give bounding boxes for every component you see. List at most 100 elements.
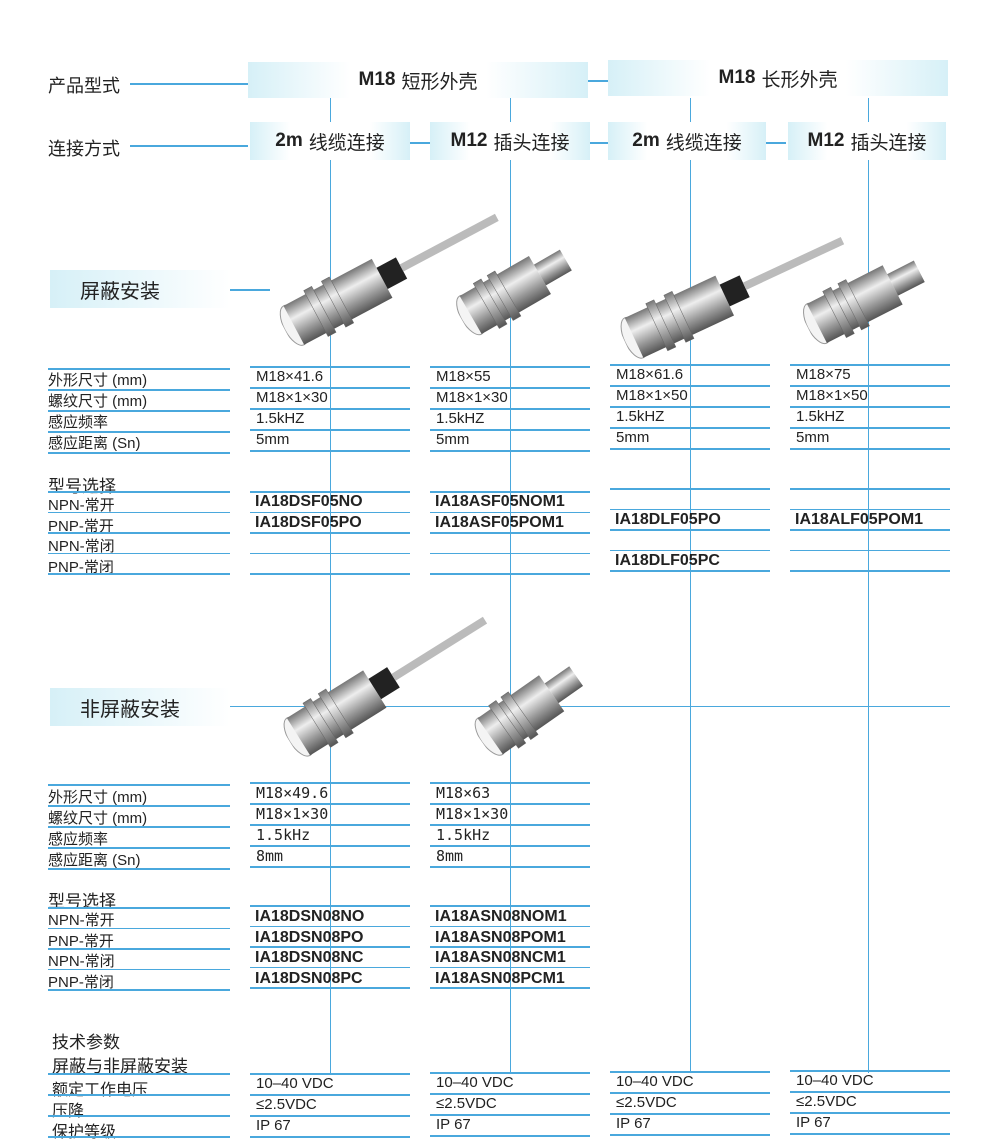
connection-code: 2m [632, 130, 660, 151]
row-divider [250, 866, 410, 868]
row-divider [250, 366, 410, 368]
model-number: IA18ASN08PCM1 [435, 969, 565, 987]
row-divider [790, 427, 950, 429]
divider [230, 706, 950, 707]
row-divider [610, 1113, 770, 1115]
row-divider [790, 570, 950, 572]
row-divider [48, 511, 230, 513]
product-type-text: 短形外壳 [401, 71, 478, 93]
spec-value: M18×41.6 [256, 368, 324, 385]
row-label: NPN-常闭 [48, 953, 115, 970]
row-divider [430, 552, 590, 554]
model-number: IA18ASF05POM1 [435, 513, 564, 531]
connector-line [330, 98, 331, 1073]
row-divider [610, 488, 770, 490]
row-divider [430, 429, 590, 431]
product-type-code: M18 [358, 69, 396, 90]
tech-value: IP 67 [256, 1117, 291, 1134]
connection-text: 插头连接 [850, 132, 927, 154]
tech-value: 10–40 VDC [616, 1073, 694, 1090]
connection-code: 2m [275, 130, 303, 151]
row-divider [430, 450, 590, 452]
tech-params-subtitle: 屏蔽与非屏蔽安装 [52, 1057, 188, 1076]
row-divider [48, 868, 230, 870]
row-label: PNP-常闭 [48, 558, 114, 576]
spec-value: 5mm [436, 431, 470, 448]
row-label: 外形尺寸 (mm) [48, 789, 148, 806]
row-label: NPN-常开 [48, 912, 115, 929]
sensor-shielded-cable-short [271, 191, 511, 357]
row-divider [48, 552, 230, 554]
row-divider [48, 1115, 230, 1117]
row-divider [250, 552, 410, 554]
sensor-nonshielded-cable [274, 595, 501, 768]
tech-value: ≤2.5VDC [616, 1094, 677, 1111]
row-label: 感应频率 [48, 831, 109, 848]
sensor-image [803, 260, 925, 345]
row-divider [610, 1092, 770, 1094]
shielded-section-title: 屏蔽安装 [50, 270, 230, 308]
row-divider [430, 491, 590, 493]
row-divider [48, 1094, 230, 1096]
row-divider [48, 491, 230, 493]
row-divider [790, 364, 950, 366]
divider [410, 142, 430, 144]
row-divider [430, 925, 590, 927]
row-divider [430, 408, 590, 410]
model-number: IA18ASF05NOM1 [435, 493, 565, 510]
sensor-shielded-plug-long [794, 245, 933, 355]
tech-value: 10–40 VDC [256, 1075, 334, 1092]
row-divider [790, 1112, 950, 1114]
row-divider [48, 368, 230, 370]
row-label: 螺纹尺寸 (mm) [48, 393, 148, 410]
row-divider [48, 805, 230, 807]
spec-value: M18×1×50 [796, 387, 868, 404]
spec-value: M18×1×30 [256, 389, 328, 406]
row-divider [610, 529, 770, 531]
row-divider [610, 1134, 770, 1136]
row-label: 外形尺寸 (mm) [48, 372, 148, 389]
spec-value: 1.5kHZ [796, 408, 845, 425]
row-divider [430, 966, 590, 968]
connection-label: 连接方式 [48, 139, 120, 159]
row-divider [48, 431, 230, 433]
tech-value: ≤2.5VDC [436, 1095, 497, 1112]
spec-value: M18×75 [796, 366, 851, 383]
row-divider [430, 946, 590, 948]
divider [230, 289, 270, 291]
spec-value: M18×63 [436, 784, 491, 802]
model-number: IA18DSN08PC [255, 969, 363, 987]
row-divider [430, 366, 590, 368]
model-number: IA18DSF05PO [255, 513, 362, 531]
row-label: PNP-常开 [48, 517, 114, 535]
model-number: IA18DLF05PC [615, 551, 720, 569]
tech-params-title: 技术参数 [52, 1033, 120, 1052]
row-divider [250, 803, 410, 805]
connector-line [690, 98, 691, 1073]
row-divider [610, 448, 770, 450]
row-divider [250, 511, 410, 513]
spec-value: M18×1×30 [256, 805, 329, 823]
model-number: IA18ASN08NOM1 [435, 908, 567, 925]
row-divider [610, 549, 770, 551]
connection-text: 线缆连接 [308, 132, 385, 154]
tech-value: 10–40 VDC [436, 1074, 514, 1091]
connection-code: M12 [450, 130, 488, 151]
row-divider [48, 410, 230, 412]
tech-value: IP 67 [616, 1115, 651, 1132]
row-divider [430, 573, 590, 575]
row-label: 感应距离 (Sn) [48, 852, 141, 869]
row-label: PNP-常闭 [48, 973, 114, 991]
divider [130, 83, 248, 85]
row-divider [48, 847, 230, 849]
row-divider [610, 1071, 770, 1073]
row-divider [250, 450, 410, 452]
row-divider [250, 966, 410, 968]
divider [766, 142, 786, 144]
row-divider [250, 1136, 410, 1138]
row-label: 螺纹尺寸 (mm) [48, 810, 148, 827]
